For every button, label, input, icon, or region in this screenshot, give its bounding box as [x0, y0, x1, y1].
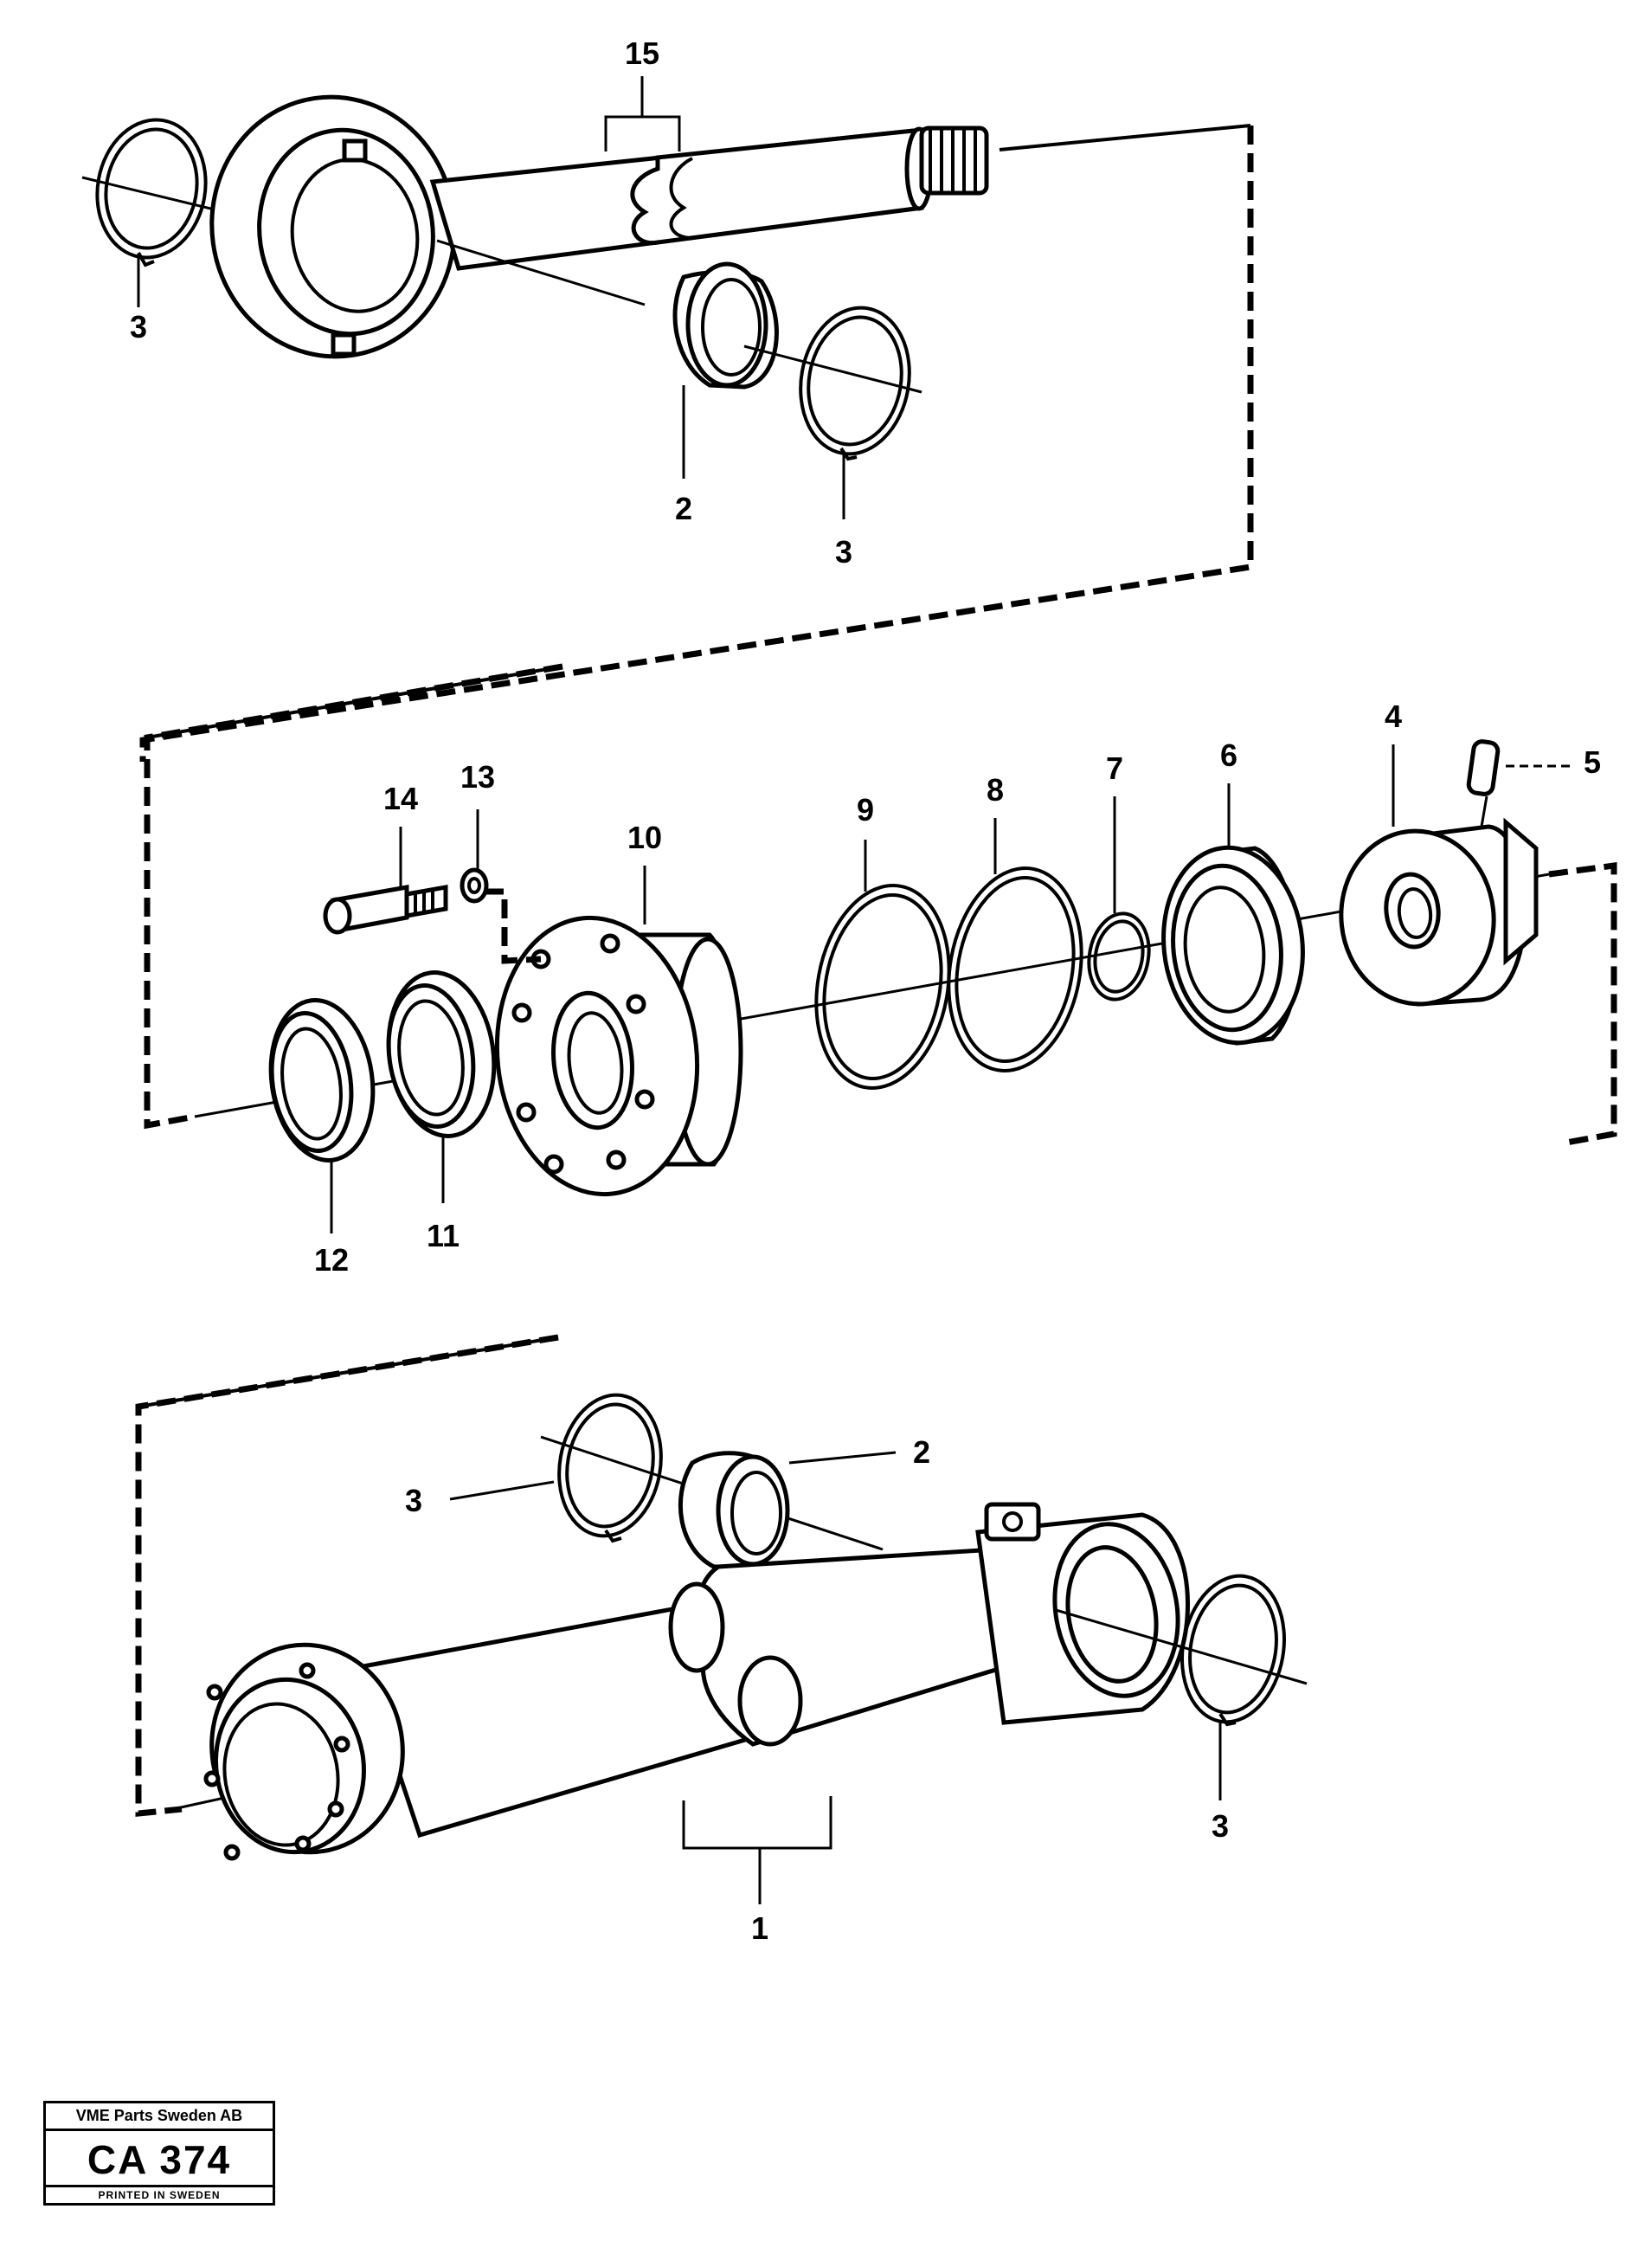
callout-3-tube-right: 3 [1212, 1808, 1229, 1844]
callout-3-rod-right: 3 [835, 534, 852, 570]
callout-12: 12 [314, 1242, 349, 1278]
kit-frame-dashed-right [1548, 862, 1617, 1146]
o-ring-9 [814, 884, 951, 1090]
cylinder-head [494, 915, 743, 1197]
vme-parts-stamp: VME Parts Sweden AB CA 374 PRINTED IN SW… [43, 2101, 275, 2206]
rod-circlip-left [95, 118, 208, 267]
tube-circlip-left [557, 1393, 663, 1543]
rod-circlip-right [799, 306, 911, 461]
seal-kit-group: 14 13 10 9 8 7 6 4 5 12 11 [144, 663, 1617, 1278]
callout-2-tube: 2 [913, 1434, 930, 1470]
callout-2-rod: 2 [675, 491, 692, 526]
callout-3-tube-left: 3 [405, 1483, 422, 1518]
piston [1339, 817, 1539, 1007]
wiper-ring [268, 998, 376, 1162]
callout-5: 5 [1584, 744, 1601, 780]
callout-11: 11 [427, 1218, 460, 1253]
callout-3-rod-left: 3 [130, 309, 147, 345]
piston-seal [1161, 845, 1305, 1046]
rod-seal-11 [386, 970, 497, 1138]
stamp-company: VME Parts Sweden AB [46, 2103, 273, 2131]
washer [460, 867, 489, 904]
callout-13: 13 [460, 759, 495, 795]
callout-9: 9 [857, 792, 874, 828]
callout-1: 1 [751, 1910, 768, 1946]
o-ring-8 [947, 866, 1083, 1072]
piston-rod-group: 15 3 2 3 [81, 35, 1254, 762]
cylinder-tube [203, 1502, 1190, 1861]
tube-circlip-right [1180, 1574, 1286, 1727]
rod-shaft [429, 126, 989, 271]
cylinder-tube-group: 3 2 3 1 [135, 1334, 1308, 1946]
stamp-printed: PRINTED IN SWEDEN [98, 2189, 221, 2201]
callout-15: 15 [625, 35, 659, 71]
o-ring-7 [1087, 911, 1151, 1001]
tube-bushing [678, 1451, 790, 1569]
rod-frame-dashed [139, 126, 1254, 762]
rod-bushing [672, 261, 779, 390]
callout-6: 6 [1220, 737, 1237, 773]
callout-10: 10 [627, 820, 662, 855]
callout-7: 7 [1106, 750, 1123, 786]
rod-eye [209, 94, 457, 359]
callout-4: 4 [1385, 699, 1402, 734]
callout-8: 8 [987, 772, 1004, 808]
rod-frame-line [999, 124, 1251, 151]
screw [323, 885, 448, 935]
stamp-code: CA 374 [46, 2131, 273, 2187]
callout-14: 14 [383, 781, 418, 816]
lock-pin [1466, 739, 1501, 796]
